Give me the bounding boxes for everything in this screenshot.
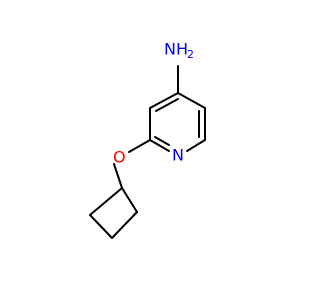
ether-oxygen-label: O	[113, 148, 126, 167]
bond-n1-c2-inner	[154, 136, 170, 146]
bond-c2-oxygen	[128, 139, 151, 153]
bond-c6-n1	[186, 139, 206, 152]
bond-cb2-cb3	[111, 211, 138, 239]
bond-oxygen-cyclobutyl	[113, 163, 123, 189]
amine-label: NH 2	[164, 40, 194, 62]
bond-n1-c2	[149, 139, 170, 152]
cyclobutane-ring	[89, 187, 138, 239]
bond-cb4-cb1	[89, 187, 123, 216]
pyridine-ring	[149, 92, 206, 152]
structure-canvas: NH 2 N O	[89, 40, 206, 239]
bond-c3-c4-inner	[155, 98, 179, 112]
amine-subscript: 2	[187, 48, 194, 61]
bond-c3-c4	[149, 92, 179, 109]
ring-nitrogen-label: N	[172, 146, 184, 165]
bond-cb3-cb4	[89, 214, 113, 239]
bond-c4-c5	[177, 92, 206, 109]
bond-cb1-cb2	[121, 187, 138, 213]
amine-nh-text: NH	[164, 40, 188, 59]
